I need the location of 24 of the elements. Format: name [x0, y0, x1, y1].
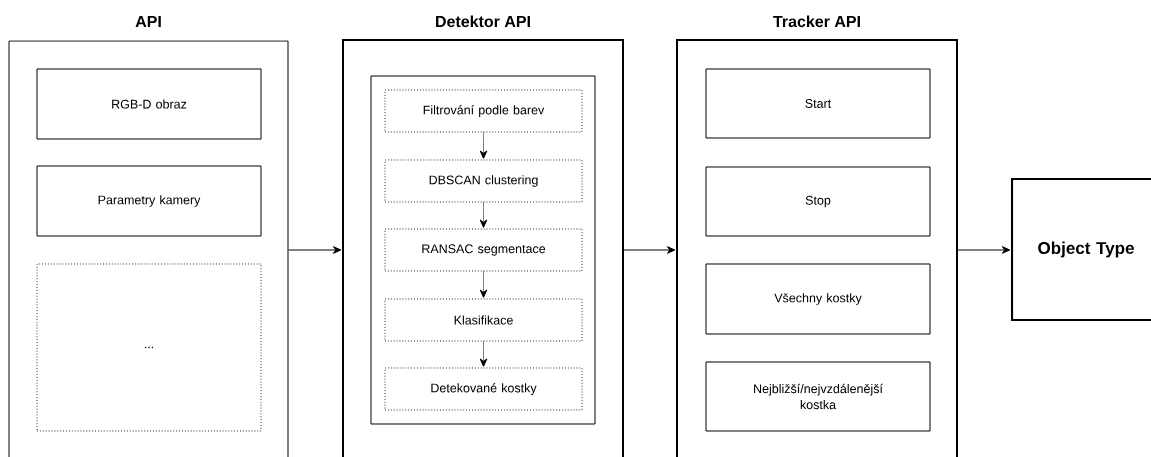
arrow [623, 246, 676, 254]
arrow [957, 246, 1011, 254]
pipeline-box [370, 75, 596, 425]
step-box: RANSAC segmentace [384, 228, 583, 272]
node-label: API [135, 15, 161, 27]
step-box: Filtrování podle barev [384, 89, 583, 133]
function-box: Start [705, 68, 931, 139]
function-box: Stop [705, 166, 931, 237]
step-box: Klasifikace [384, 298, 583, 342]
arrow [479, 270, 488, 298]
arrow [479, 131, 488, 159]
output-box: Object Type [1010, 177, 1151, 322]
step-box: ... [36, 263, 262, 432]
arrow [288, 246, 342, 254]
function-box: Všechny kostky [705, 263, 931, 335]
arrow [479, 340, 488, 367]
arrow [479, 201, 488, 228]
node-label: Detektor API [436, 15, 530, 28]
function-box: Parametry kamery [36, 165, 262, 237]
node-label: Tracker API [773, 15, 860, 28]
step-box: Detekované kostky [384, 367, 583, 411]
step-box: DBSCAN clustering [384, 159, 583, 203]
function-box: Nejbližší/nejvzdálenější kostka [705, 361, 931, 432]
function-box: RGB-D obraz [36, 68, 262, 140]
